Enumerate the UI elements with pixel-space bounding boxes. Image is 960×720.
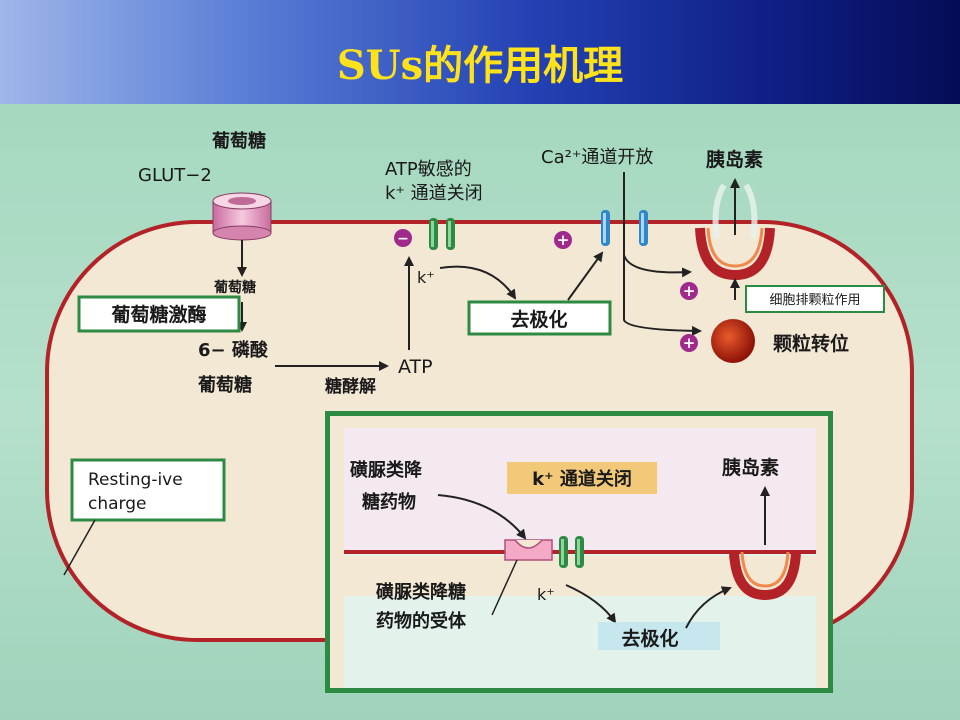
positive-charge-icon-granule	[680, 334, 698, 352]
g6p-line1: 6− 磷酸	[198, 339, 269, 361]
slide-title: SUs的作用机理	[336, 42, 624, 89]
title-banner: SUs的作用机理	[0, 0, 960, 104]
resting-charge-pointer	[63, 519, 96, 576]
atp-label: ATP	[398, 356, 433, 378]
glucokinase-box	[77, 295, 241, 333]
insulin-stream	[712, 183, 758, 239]
inset-k-channel-closed-box	[507, 462, 657, 494]
katp-line2: k⁺ 通道关闭	[385, 183, 483, 204]
su-receptor	[504, 539, 553, 561]
exocytosis-box	[745, 285, 885, 313]
glucose-mid-label: 葡萄糖	[213, 279, 256, 296]
positive-charge-sign-ca: +	[557, 231, 570, 249]
ca-channel	[601, 210, 648, 246]
arrow-depolarization-to-ca	[567, 251, 604, 301]
positive-charge-sign-granule: +	[683, 334, 696, 352]
inset-receptor-line2: 药物的受体	[376, 610, 467, 632]
k-plus-label: k⁺	[417, 268, 435, 287]
arrow-drug-to-receptor	[437, 494, 527, 540]
inset-exocytosis-vesicle	[729, 551, 801, 601]
insulin-granule-icon	[711, 319, 755, 363]
glut2-label: GLUT−2	[138, 165, 212, 186]
inset-su-drug-line2: 糖药物	[362, 491, 416, 513]
granule-translocation-label: 颗粒转位	[773, 332, 849, 355]
resting-charge-box	[70, 458, 226, 522]
glut2-transporter	[212, 192, 272, 241]
insulin-top-label: 胰岛素	[705, 148, 763, 171]
g6p-line2: 葡萄糖	[197, 374, 252, 396]
negative-charge-sign: −	[397, 231, 409, 247]
positive-charge-icon-ca	[554, 231, 572, 249]
arrow-ca-to-exocytosis	[623, 254, 692, 278]
glycolysis-label: 糖酵解	[325, 376, 376, 397]
inset-k-plus-label: k⁺	[537, 585, 555, 604]
depolarization-box	[467, 300, 612, 336]
inset-depolarization-label: 去极化	[621, 627, 678, 650]
arrow-ca-to-granule	[623, 255, 702, 336]
arrow-inset-k-to-depolarization	[565, 584, 617, 624]
receptor-pointer	[491, 559, 518, 616]
depolarization-label: 去极化	[510, 308, 567, 331]
arrow-k-to-depolarization	[439, 265, 517, 300]
positive-charge-sign-exo: +	[683, 282, 696, 300]
inset-insulin-label: 胰岛素	[721, 456, 779, 479]
glucose-top-label: 葡萄糖	[211, 130, 266, 152]
inset-k-channel-closed-label: k⁺ 通道关闭	[532, 468, 632, 490]
ca-channel-label: Ca²⁺通道开放	[541, 147, 653, 168]
resting-charge-line1: Resting-ive	[88, 470, 183, 490]
negative-charge-icon	[394, 229, 412, 247]
inset-k-channel	[559, 536, 584, 568]
exocytosis-vesicle	[695, 227, 775, 281]
katp-channel	[429, 218, 455, 250]
katp-line1: ATP敏感的	[385, 159, 472, 180]
exocytosis-label: 细胞排颗粒作用	[769, 293, 860, 308]
inset-depolarization-highlight	[598, 622, 720, 650]
glucokinase-label: 葡萄糖激酶	[111, 303, 206, 326]
inset-receptor-line1: 磺脲类降糖	[376, 581, 466, 603]
arrow-inset-depolarization-to-vesicle	[685, 586, 732, 629]
resting-charge-line2: charge	[88, 494, 146, 514]
positive-charge-icon-exo	[680, 282, 698, 300]
inset-su-drug-line1: 磺脲类降	[350, 459, 423, 481]
